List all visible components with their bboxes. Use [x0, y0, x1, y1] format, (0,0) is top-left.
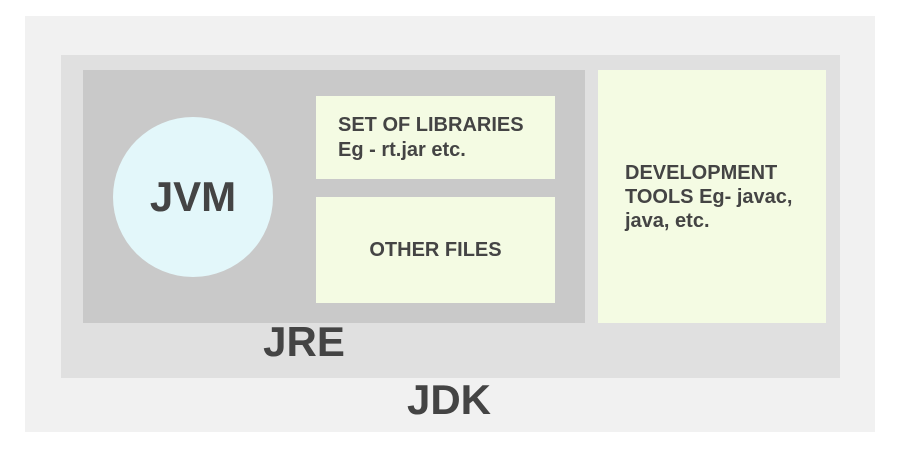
jdk-label: JDK [406, 376, 492, 423]
jdk-box: JVM SET OF LIBRARIES Eg - rt.jar etc. OT… [25, 16, 875, 432]
other-files-text: OTHER FILES [369, 239, 502, 261]
other-files-box: OTHER FILES [316, 197, 555, 303]
set-of-libraries-text: SET OF LIBRARIES Eg - rt.jar etc. [338, 113, 524, 161]
set-of-libraries-box: SET OF LIBRARIES Eg - rt.jar etc. [316, 96, 555, 179]
development-tools-box: DEVELOPMENT TOOLS Eg- javac, java, etc. [598, 70, 826, 323]
jre-label: JRE [263, 318, 345, 365]
jvm-circle: JVM [113, 117, 273, 277]
development-tools-text: DEVELOPMENT TOOLS Eg- javac, java, etc. [625, 161, 793, 232]
jvm-area-box: JVM SET OF LIBRARIES Eg - rt.jar etc. OT… [83, 70, 585, 323]
jvm-label: JVM [149, 173, 237, 220]
jre-box: JVM SET OF LIBRARIES Eg - rt.jar etc. OT… [61, 55, 840, 378]
